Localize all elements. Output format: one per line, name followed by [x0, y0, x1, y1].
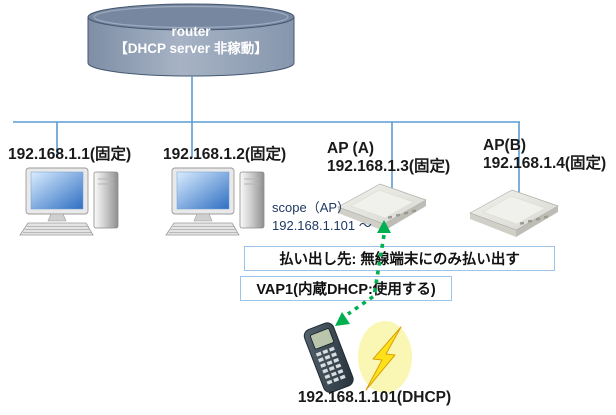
- ap-b-name: AP(B): [483, 137, 527, 154]
- note-lease-target-text: 払い出し先: 無線端末にのみ払い出す: [279, 252, 520, 268]
- handheld-terminal-icon: [303, 322, 354, 393]
- pc1-ip-label: 192.168.1.1(固定): [8, 146, 132, 163]
- note-vap1-dhcp: VAP1(内蔵DHCP:使用する): [240, 276, 452, 301]
- router-node: [87, 3, 295, 77]
- ap-a-label: AP (A) 192.168.1.3(固定): [327, 140, 450, 176]
- ap-a-ip: 192.168.1.3(固定): [327, 158, 451, 175]
- router-name: router: [171, 24, 211, 39]
- scope-line2: 192.168.1.101 ～: [272, 218, 372, 233]
- terminal-ip-label: 192.168.1.101(DHCP): [297, 389, 452, 406]
- lightning-bolt-icon: [365, 326, 402, 391]
- note-vap1-dhcp-text: VAP1(内蔵DHCP:使用する): [256, 282, 436, 298]
- pc2-ip-label: 192.168.1.2(固定): [163, 146, 287, 163]
- router-status: 【DHCP server 非稼動】: [114, 41, 268, 56]
- scope-line1: scope（AP）: [272, 200, 351, 215]
- ap-b-ip: 192.168.1.4(固定): [483, 155, 607, 172]
- ap-a-name: AP (A): [327, 140, 375, 157]
- network-lines: [13, 76, 520, 196]
- wireless-signal-icon: [358, 321, 412, 393]
- note-lease-target: 払い出し先: 無線端末にのみ払い出す: [244, 246, 555, 271]
- dhcp-scope-label: scope（AP） 192.168.1.101 ～: [272, 199, 372, 235]
- ap-b-label: AP(B) 192.168.1.4(固定): [483, 137, 606, 173]
- router-label: router 【DHCP server 非稼動】: [88, 23, 294, 57]
